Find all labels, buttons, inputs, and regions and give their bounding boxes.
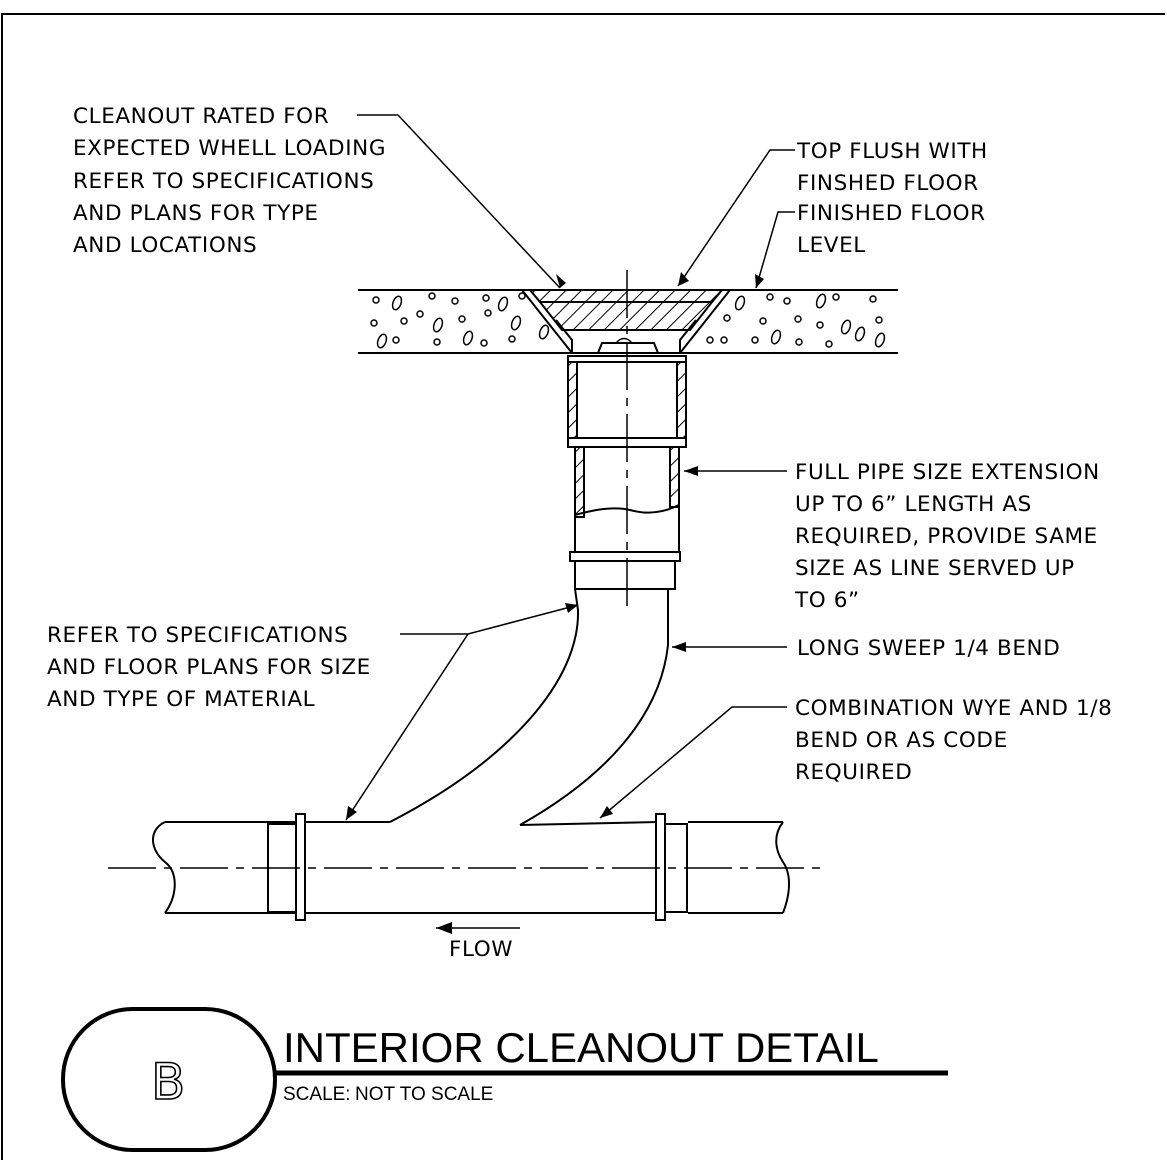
- scale-value: NOT TO SCALE: [355, 1084, 493, 1105]
- note-extension: FULL PIPE SIZE EXTENSION UP TO 6” LENGTH…: [794, 460, 1107, 613]
- note-top-flush: TOP FLUSH WITH FINSHED FLOOR: [796, 139, 995, 196]
- detail-title-block: B INTERIOR CLEANOUT DETAIL SCALE: NOT TO…: [61, 1007, 948, 1152]
- note-finished-floor: FINISHED FLOOR LEVEL: [797, 201, 993, 258]
- flow-arrow: [436, 922, 520, 934]
- main-drain-line: [108, 813, 822, 921]
- scale-label: SCALE:: [283, 1084, 351, 1105]
- note-cleanout: CLEANOUT RATED FOR EXPECTED WHELL LOADIN…: [73, 104, 394, 258]
- leader-lines: [345, 114, 795, 821]
- detail-title: INTERIOR CLEANOUT DETAIL: [283, 1024, 879, 1071]
- long-sweep-bend: [389, 588, 669, 826]
- cleanout-plug-assembly: [519, 289, 733, 354]
- pipe-extension: [567, 270, 687, 612]
- sheet-border: [1, 13, 1165, 1160]
- flow-label: FLOW: [449, 937, 513, 962]
- note-sweep: LONG SWEEP 1/4 BEND: [797, 636, 1060, 661]
- detail-bubble-letter: B: [151, 1053, 185, 1111]
- note-wye: COMBINATION WYE AND 1/8 BEND OR AS CODE …: [795, 696, 1120, 785]
- note-material: REFER TO SPECIFICATIONS AND FLOOR PLANS …: [47, 623, 378, 712]
